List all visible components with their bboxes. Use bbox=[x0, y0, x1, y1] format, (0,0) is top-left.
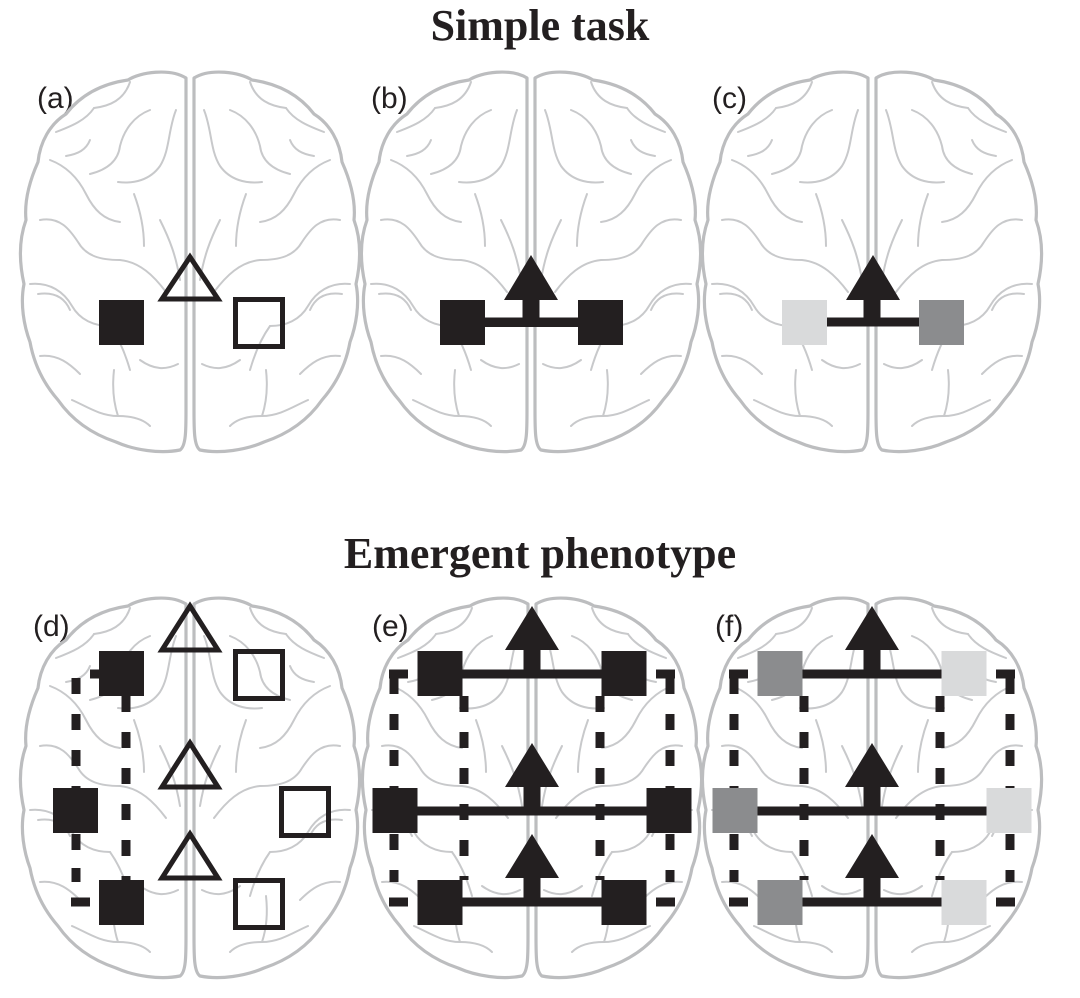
left-square-node bbox=[417, 651, 463, 696]
outline-triangle-node bbox=[157, 829, 223, 881]
filled-triangle-arrow bbox=[505, 743, 559, 787]
panel-label-f: (f) bbox=[715, 610, 744, 643]
solid-connection bbox=[462, 878, 602, 907]
panel-f bbox=[712, 606, 1032, 925]
right-square-node bbox=[986, 788, 1032, 833]
filled-triangle-arrow bbox=[505, 606, 559, 650]
solid-connection bbox=[417, 787, 647, 816]
outline-square-node bbox=[279, 786, 331, 838]
row-title-emergent-phenotype: Emergent phenotype bbox=[343, 529, 737, 578]
right-square-node bbox=[601, 651, 647, 696]
filled-square-node bbox=[53, 788, 98, 833]
left-square-node bbox=[417, 880, 463, 925]
dark-grey-square-node bbox=[919, 300, 964, 345]
filled-triangle-arrow bbox=[845, 606, 899, 650]
filled-square-node bbox=[578, 300, 623, 345]
dashed-connections bbox=[71, 669, 131, 907]
panel-e bbox=[372, 606, 692, 925]
outline-triangle-node bbox=[157, 738, 223, 790]
panel-c bbox=[782, 255, 964, 345]
outline-triangle-node bbox=[157, 601, 223, 653]
outline-triangle-node bbox=[157, 252, 223, 302]
left-square-node bbox=[372, 788, 418, 833]
dashed-connections bbox=[389, 669, 675, 907]
solid-connection bbox=[462, 650, 602, 679]
panel-label-b: (b) bbox=[371, 82, 408, 115]
filled-triangle-arrow bbox=[845, 834, 899, 878]
right-square-node bbox=[646, 788, 692, 833]
panel-label-a: (a) bbox=[37, 82, 74, 115]
left-square-node bbox=[712, 788, 758, 833]
light-grey-square-node bbox=[782, 300, 827, 345]
left-square-node bbox=[757, 880, 803, 925]
panel-a bbox=[99, 252, 285, 349]
panel-b bbox=[440, 255, 623, 345]
solid-connection bbox=[802, 650, 942, 679]
outline-square-node bbox=[233, 297, 285, 349]
row-title-simple-task: Simple task bbox=[430, 1, 650, 50]
panel-label-c: (c) bbox=[712, 82, 747, 115]
solid-connection-fill bbox=[482, 297, 580, 327]
outline-square-node bbox=[233, 878, 285, 930]
solid-connection bbox=[802, 878, 942, 907]
dashed-connections bbox=[729, 669, 1015, 907]
solid-connection bbox=[827, 300, 919, 327]
filled-triangle-arrow bbox=[505, 834, 559, 878]
filled-triangle-arrow bbox=[846, 255, 900, 300]
filled-triangle-arrow bbox=[845, 743, 899, 787]
outline-square-node bbox=[233, 649, 285, 701]
panel-d bbox=[53, 601, 331, 930]
left-square-node bbox=[757, 651, 803, 696]
filled-square-node bbox=[99, 300, 144, 345]
filled-square-node bbox=[440, 300, 485, 345]
solid-connection bbox=[757, 787, 987, 816]
filled-square-node bbox=[99, 651, 144, 696]
right-square-node bbox=[941, 651, 987, 696]
right-square-node bbox=[601, 880, 647, 925]
panel-label-d: (d) bbox=[33, 610, 70, 643]
right-square-node bbox=[941, 880, 987, 925]
brain-outline-a bbox=[18, 70, 362, 454]
filled-square-node bbox=[99, 880, 144, 925]
panel-label-e: (e) bbox=[372, 610, 409, 643]
filled-triangle-arrow bbox=[504, 255, 558, 300]
